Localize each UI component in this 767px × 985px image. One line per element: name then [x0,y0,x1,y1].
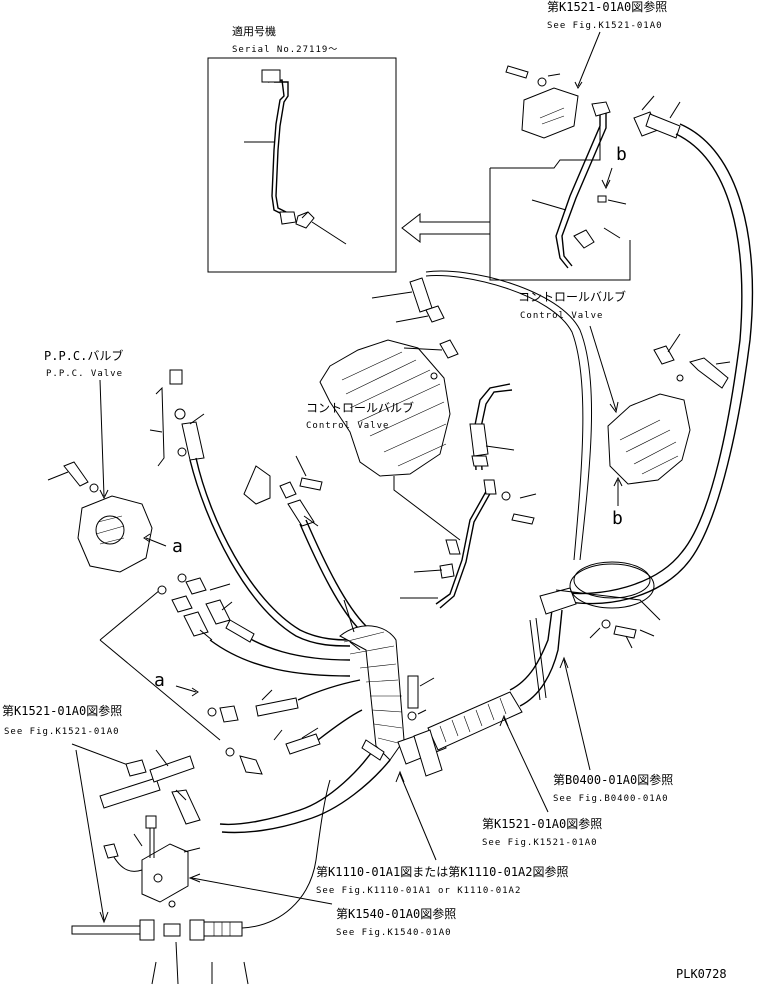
ppc-valve: P.P.C.バルブ P.P.C. Valve a [44,348,221,741]
ppc-fittings [149,369,351,677]
ppc-valve-ja: P.P.C.バルブ [44,348,123,363]
lower-left-fittings: a [154,670,363,775]
ref-b0400-ja: 第B0400-01A0図参照 [553,772,673,787]
cv-top-ja: コントロールバルブ [518,289,626,304]
ref-k1521-mid-ja: 第K1521-01A0図参照 [482,816,602,831]
wrapped-hose-bundle [219,561,661,834]
inset-pipe [244,69,347,245]
control-valve-center: コントロールバルブ Control Valve [306,339,461,541]
top-right-inset: 第K1521-01A0図参照 See Fig.K1521-01A0 b [489,0,681,281]
cv-top-en: Control Valve [520,311,603,321]
center-fittings [371,277,537,609]
long-hose-right [425,123,754,605]
ref-k1521-top-en: See Fig.K1521-01A0 [547,21,663,31]
ref-k1540-en: See Fig.K1540-01A0 [336,928,452,938]
cv-center-en: Control Valve [306,421,389,431]
ref-b0400-en: See Fig.B0400-01A0 [553,794,669,804]
ref-k1521-left-ja: 第K1521-01A0図参照 [2,703,122,718]
inset-arrow [401,212,490,244]
ppc-valve-en: P.P.C. Valve [46,369,123,379]
ref-k1110-ja: 第K1110-01A1図または第K1110-01A2図参照 [316,864,569,879]
mark-a-top: a [172,536,183,557]
mid-fittings [243,455,367,631]
inset-serial-label: Serial No.27119～ [232,45,338,55]
ref-k1521-mid-en: See Fig.K1521-01A0 [482,838,598,848]
mark-b-bottom: b [612,508,623,529]
inset-applicable-label: 適用号機 [232,24,276,38]
inset-frame [207,57,397,273]
ref-k1521-top-ja: 第K1521-01A0図参照 [547,0,667,14]
ref-k1110-en: See Fig.K1110-01A1 or K1110-01A2 [316,886,521,896]
serial-inset: 適用号機 Serial No.27119～ [207,24,397,273]
control-valve-right: b [607,333,731,529]
ref-k1521-left-en: See Fig.K1521-01A0 [4,727,120,737]
cv-center-ja: コントロールバルブ [306,400,414,415]
lower-left-assembly: 第K1521-01A0図参照 See Fig.K1521-01A0 [2,703,331,985]
drawing-number: PLK0728 [676,967,727,981]
mark-a-bottom: a [154,670,165,691]
mark-b-top: b [616,144,627,165]
ref-k1540-ja: 第K1540-01A0図参照 [336,906,456,921]
